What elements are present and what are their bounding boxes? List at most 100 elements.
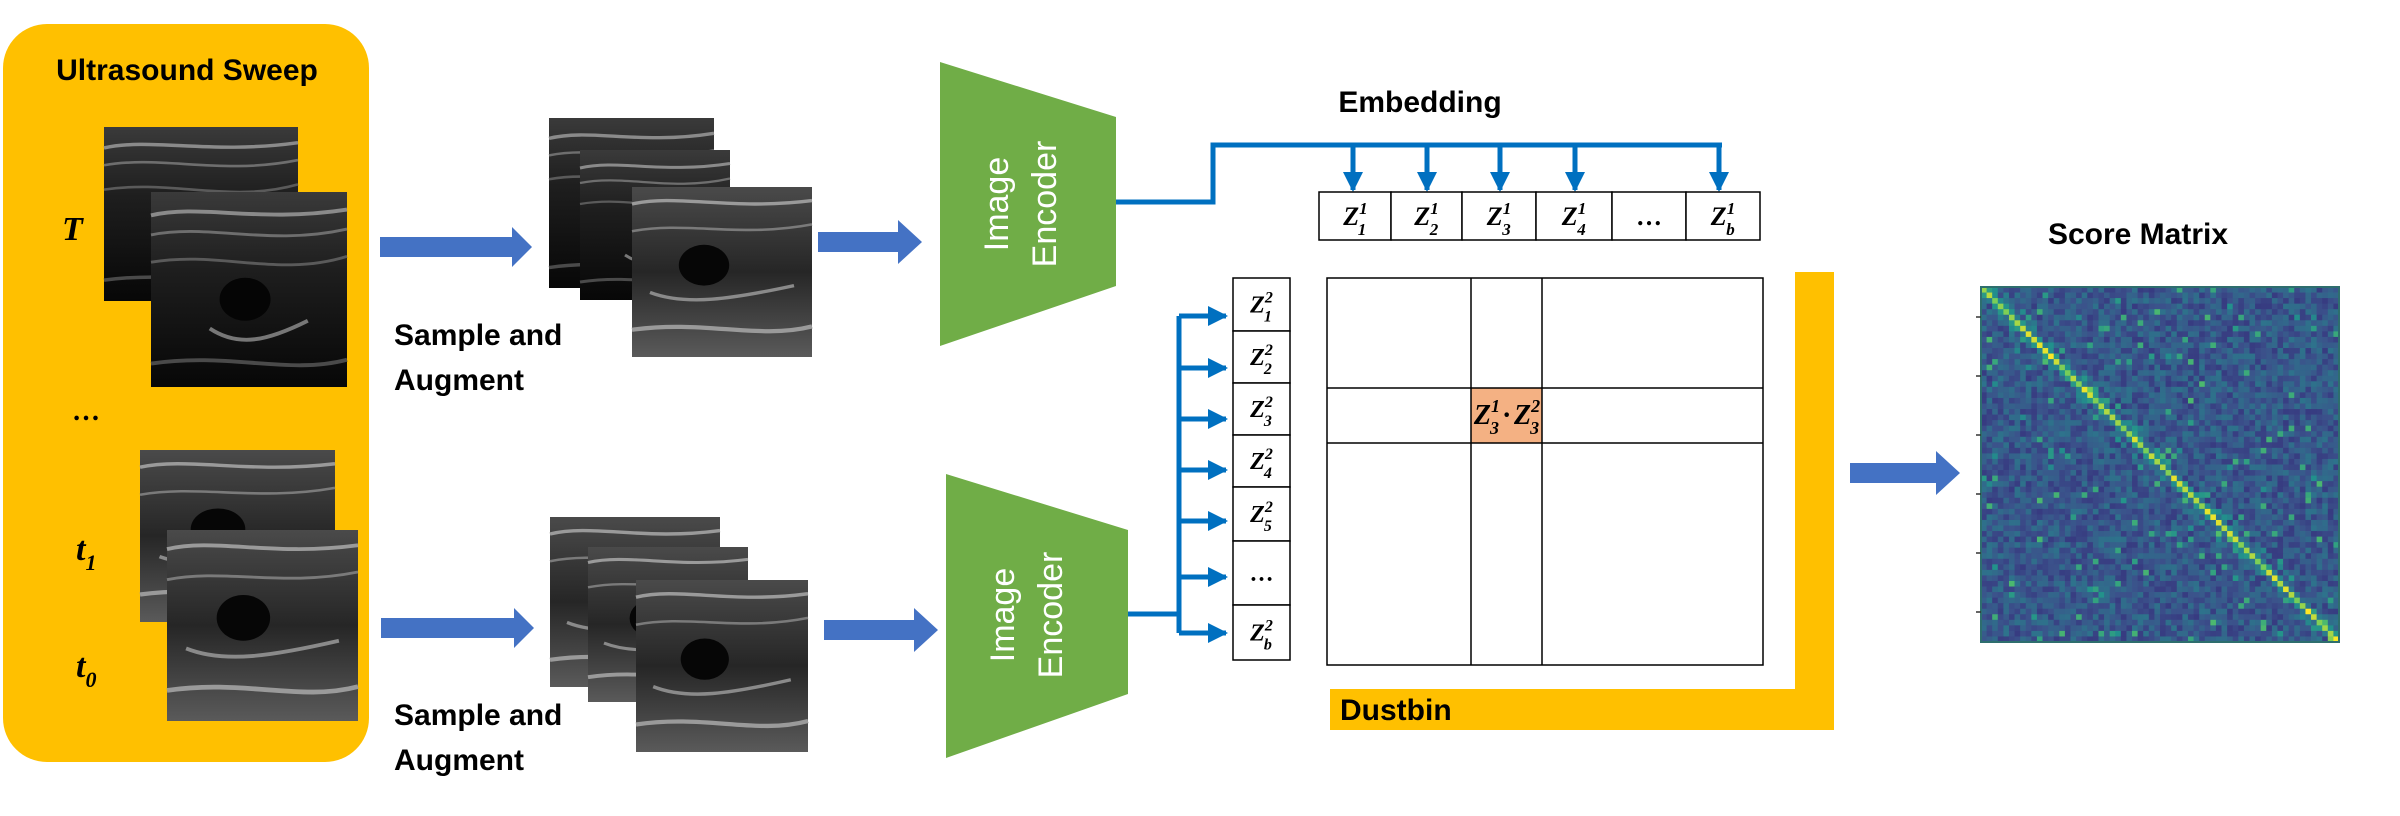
heatmap-cell bbox=[2143, 431, 2150, 438]
heatmap-cell bbox=[2327, 614, 2334, 621]
heatmap-cell bbox=[2059, 386, 2066, 393]
heatmap-cell bbox=[2165, 370, 2172, 377]
heatmap-cell bbox=[2283, 309, 2290, 316]
heatmap-cell bbox=[2092, 403, 2099, 410]
heatmap-cell bbox=[2154, 342, 2161, 349]
heatmap-cell bbox=[2020, 436, 2027, 443]
heatmap-cell bbox=[2076, 453, 2083, 460]
heatmap-cell bbox=[2255, 303, 2262, 310]
heatmap-cell bbox=[2283, 364, 2290, 371]
heatmap-cell bbox=[1981, 331, 1987, 338]
heatmap-cell bbox=[2227, 409, 2234, 415]
heatmap-cell bbox=[1981, 453, 1987, 460]
heatmap-cell bbox=[2109, 325, 2116, 332]
heatmap-cell bbox=[2171, 320, 2178, 327]
heatmap-cell bbox=[2327, 298, 2334, 305]
heatmap-cell bbox=[2176, 475, 2183, 482]
heatmap-cell bbox=[2092, 592, 2099, 599]
heatmap-cell bbox=[2227, 348, 2234, 354]
heatmap-cell bbox=[2081, 475, 2088, 482]
heatmap-cell bbox=[2327, 603, 2334, 610]
heatmap-cell bbox=[2283, 397, 2290, 404]
heatmap-cell bbox=[2031, 536, 2038, 543]
heatmap-cell bbox=[2098, 336, 2105, 343]
heatmap-cell bbox=[2193, 303, 2200, 310]
heatmap-cell bbox=[2333, 381, 2340, 388]
heatmap-cell bbox=[2171, 536, 2178, 543]
heatmap-cell bbox=[2299, 536, 2306, 543]
heatmap-cell bbox=[1986, 519, 1993, 526]
heatmap-cell bbox=[2053, 519, 2060, 526]
heatmap-cell bbox=[2126, 575, 2133, 582]
heatmap-cell bbox=[2076, 580, 2083, 587]
heatmap-cell bbox=[2014, 481, 2021, 488]
heatmap-cell bbox=[2210, 292, 2217, 299]
ultrasound-frame bbox=[149, 190, 349, 389]
heatmap-cell bbox=[2120, 414, 2127, 421]
heatmap-cell bbox=[2036, 364, 2043, 371]
heatmap-cell bbox=[2299, 386, 2306, 393]
heatmap-cell bbox=[2137, 536, 2144, 543]
heatmap-cell bbox=[2104, 442, 2111, 449]
heatmap-cell bbox=[2204, 364, 2211, 371]
heatmap-cell bbox=[2238, 403, 2245, 410]
heatmap-cell bbox=[1992, 603, 1999, 610]
heatmap-cell bbox=[2299, 481, 2306, 488]
heatmap-cell bbox=[2255, 608, 2262, 615]
heatmap-cell bbox=[2025, 569, 2032, 576]
heatmap-cell bbox=[2322, 536, 2329, 543]
heatmap-cell bbox=[1981, 292, 1987, 299]
heatmap-cell bbox=[2003, 525, 2010, 532]
heatmap-cell bbox=[2003, 287, 2010, 293]
heatmap-cell bbox=[2182, 464, 2189, 471]
heatmap-cell bbox=[2076, 386, 2083, 393]
heatmap-cell bbox=[2238, 375, 2245, 382]
heatmap-cell bbox=[2266, 403, 2273, 410]
heatmap-cell bbox=[2087, 470, 2094, 476]
heatmap-cell bbox=[2322, 353, 2329, 360]
heatmap-cell bbox=[2215, 619, 2222, 626]
heatmap-cell bbox=[2182, 303, 2189, 310]
heatmap-cell bbox=[2036, 320, 2043, 327]
heatmap-cell bbox=[2014, 298, 2021, 305]
heatmap-cell bbox=[2288, 508, 2295, 515]
heatmap-cell bbox=[2143, 470, 2150, 476]
heatmap-cell bbox=[2193, 508, 2200, 515]
heatmap-cell bbox=[2327, 547, 2334, 554]
heatmap-cell bbox=[2031, 414, 2038, 421]
heatmap-cell bbox=[2249, 392, 2256, 399]
heatmap-cell bbox=[2165, 614, 2172, 621]
heatmap-cell bbox=[2255, 397, 2262, 404]
heatmap-cell bbox=[2322, 331, 2329, 338]
heatmap-cell bbox=[2160, 553, 2166, 560]
heatmap-cell bbox=[2042, 525, 2049, 532]
heatmap-cell bbox=[2238, 597, 2245, 604]
heatmap-cell bbox=[2098, 386, 2105, 393]
heatmap-cell bbox=[2076, 320, 2083, 327]
heatmap-cell bbox=[2137, 481, 2144, 488]
embedding-cell bbox=[1685, 191, 1761, 241]
heatmap-cell bbox=[2115, 514, 2122, 521]
heatmap-cell bbox=[2243, 580, 2250, 587]
heatmap-cell bbox=[2081, 442, 2088, 449]
heatmap-cell bbox=[2299, 298, 2306, 305]
heatmap-cell bbox=[2260, 403, 2267, 410]
heatmap-cell bbox=[2288, 375, 2295, 382]
heatmap-cell bbox=[2126, 425, 2133, 432]
heatmap-cell bbox=[2076, 436, 2083, 443]
heatmap-cell bbox=[2053, 303, 2060, 310]
heatmap-cell bbox=[2126, 470, 2133, 476]
heatmap-cell bbox=[1992, 359, 1999, 366]
heatmap-cell bbox=[2199, 320, 2206, 327]
heatmap-cell bbox=[2042, 519, 2049, 526]
heatmap-cell bbox=[2081, 431, 2088, 438]
heatmap-cell bbox=[2137, 409, 2144, 415]
heatmap-cell bbox=[2087, 359, 2094, 366]
heatmap-cell bbox=[2165, 425, 2172, 432]
heatmap-cell bbox=[2333, 292, 2340, 299]
heatmap-cell bbox=[2070, 342, 2077, 349]
heatmap-cell bbox=[1992, 336, 1999, 343]
heatmap-cell bbox=[2143, 342, 2150, 349]
heatmap-cell bbox=[1992, 287, 1999, 293]
heatmap-cell bbox=[2232, 553, 2239, 560]
